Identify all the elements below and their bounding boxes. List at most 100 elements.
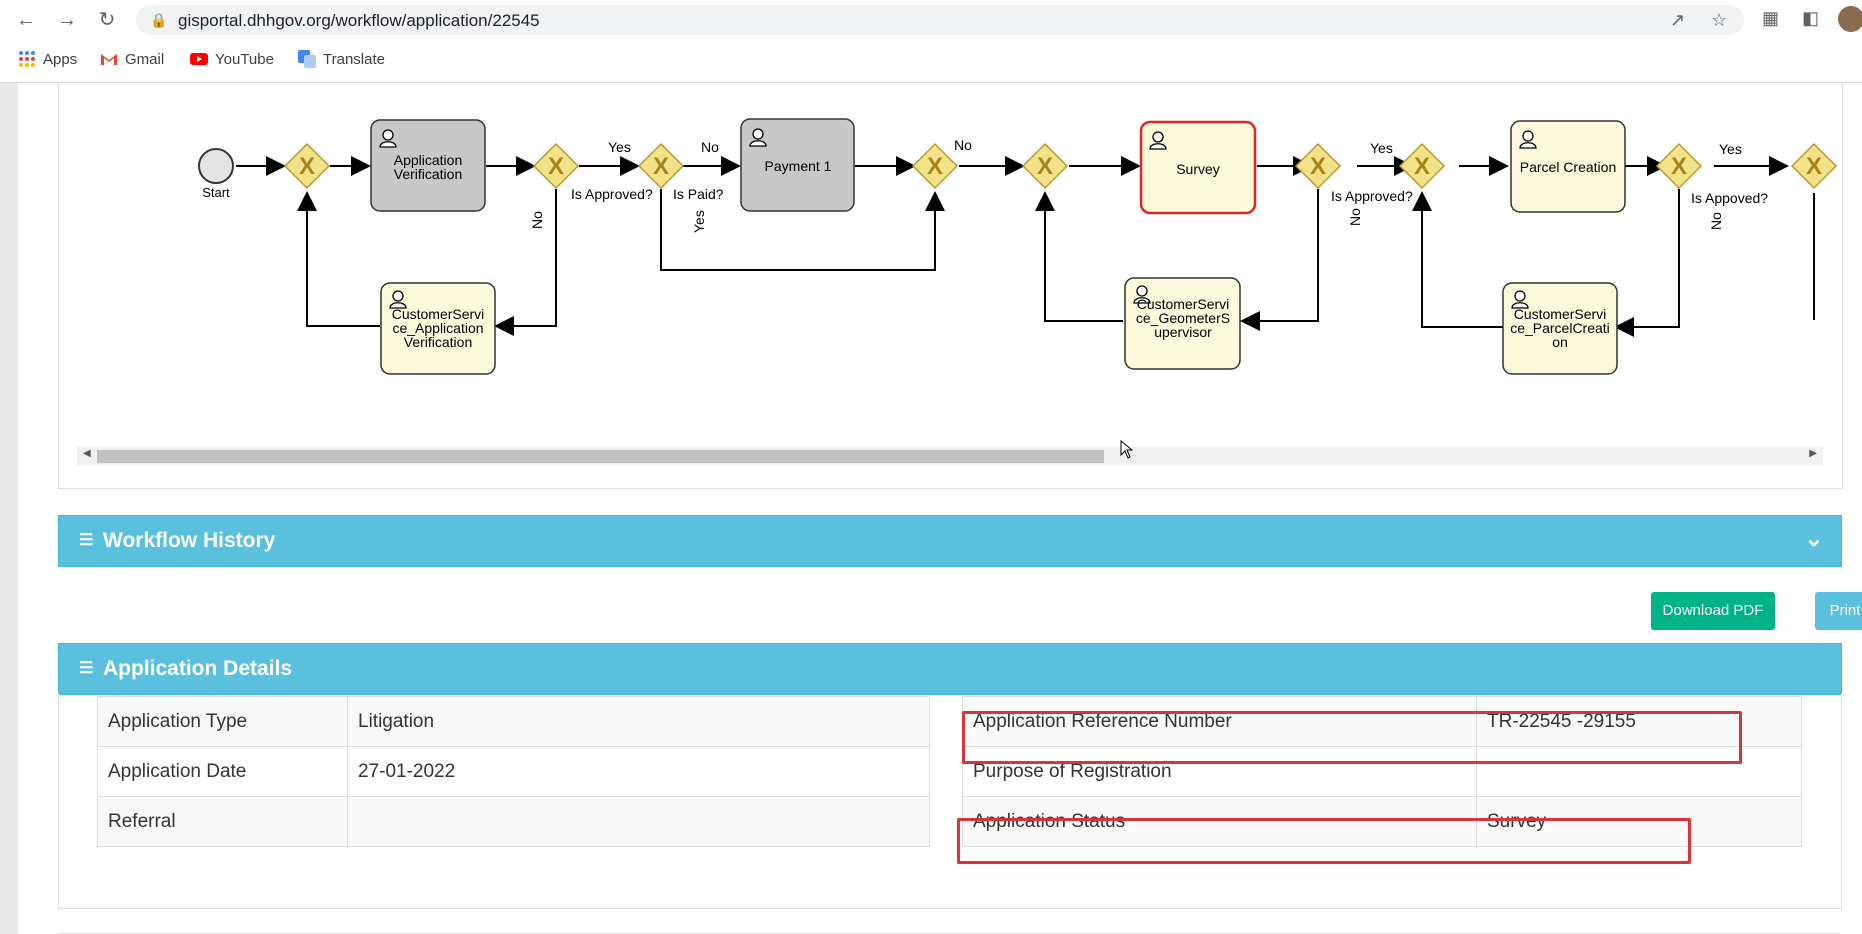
scroll-right-arrow-icon[interactable]: ▶ [1809,448,1817,459]
bookmarks-bar: Apps Gmail YouTube Translate [0,40,1862,83]
gateway[interactable] [1791,143,1837,189]
label-yes: Yes [1370,140,1393,156]
bookmark-label: Translate [323,50,385,68]
edge-labels: Yes No No Yes Yes Is Approved? Is Paid? … [529,137,1768,233]
url-text[interactable]: gisportal.dhhgov.org/workflow/applicatio… [178,11,540,30]
profile-avatar[interactable] [1838,6,1862,32]
field-value [347,796,930,847]
print-button[interactable]: Print [1815,592,1862,630]
table-row: Application Type Litigation [97,696,930,747]
label-no: No [1708,212,1724,230]
start-event[interactable] [198,148,234,184]
task-parcel-creation[interactable]: Parcel Creation [1510,120,1626,213]
task-survey[interactable]: Survey [1139,120,1257,215]
share-icon[interactable]: ↗ [1670,10,1686,30]
table-row: Referral [97,796,930,847]
label-no: No [1347,208,1363,226]
label-yes: Yes [1719,141,1742,157]
highlight-reference-number [962,711,1742,764]
label-is-appoved: Is Appoved? [1691,190,1768,206]
star-icon[interactable]: ☆ [1711,10,1728,30]
youtube-icon [190,53,208,65]
bookmark-label: Apps [43,50,78,68]
reload-icon[interactable]: ↻ [98,9,116,31]
label-is-approved: Is Approved? [571,186,653,202]
field-value [1476,746,1802,797]
side-panel-icon[interactable]: ◧ [1802,8,1820,28]
list-icon: ☰ [79,532,94,549]
left-rail [0,83,18,934]
gateway[interactable] [638,143,684,189]
highlight-application-status [957,818,1691,864]
field-value: 27-01-2022 [347,746,930,797]
gateway[interactable] [284,143,330,189]
bookmark-label: YouTube [215,50,274,68]
gmail-icon [101,54,117,65]
page-content: X [0,83,1862,934]
field-value: TR-22545 -29155 [1476,696,1802,747]
forward-arrow-icon[interactable]: → [57,9,77,31]
field-label: Application Status [962,796,1477,847]
payment-1-label: Payment 1 [765,158,832,174]
translate-icon [298,50,316,68]
field-value: Survey [1476,796,1802,847]
label-is-paid: Is Paid? [673,186,724,202]
field-label: Purpose of Registration [962,746,1477,797]
back-arrow-icon[interactable]: ← [16,9,36,31]
bookmark-translate[interactable]: Translate [298,50,385,68]
workflow-history-title: Workflow History [103,529,276,552]
address-bar[interactable]: 🔒 gisportal.dhhgov.org/workflow/applicat… [136,5,1744,35]
list-icon: ☰ [79,660,94,677]
workflow-edges [236,156,1815,337]
gateway[interactable] [912,143,958,189]
survey-label: Survey [1176,161,1220,177]
mouse-cursor-icon [1120,440,1134,459]
field-label: Application Date [97,746,348,797]
field-label: Application Type [97,696,348,747]
bookmark-gmail[interactable]: Gmail [100,50,164,68]
label-no: No [529,211,545,229]
bookmark-apps[interactable]: Apps [18,50,77,68]
application-details-header: ☰ Application Details [58,643,1842,695]
download-pdf-button[interactable]: Download PDF [1651,592,1775,630]
apps-grid-icon [19,51,35,67]
field-label: Application Reference Number [962,696,1477,747]
extensions-puzzle-icon[interactable]: ▦ [1762,8,1780,28]
label-is-approved: Is Approved? [1331,188,1413,204]
browser-toolbar: ← → ↻ 🔒 gisportal.dhhgov.org/workflow/ap… [0,0,1862,40]
field-value: Litigation [347,696,930,747]
gateway[interactable] [533,143,579,189]
workflow-diagram: X [198,118,1837,375]
gateway[interactable] [1399,143,1445,189]
diagram-horizontal-scrollbar[interactable]: ◀ ▶ [77,447,1823,465]
parcel-creation-label: Parcel Creation [1520,159,1617,175]
chevron-down-icon[interactable]: ⌄ [1804,526,1823,551]
field-label: Referral [97,796,348,847]
workflow-history-header[interactable]: ☰ Workflow History ⌄ [58,515,1842,567]
gateway[interactable] [1022,143,1068,189]
details-table-left: Application Type Litigation Application … [97,696,930,847]
table-row: Application Reference Number TR-22545 -2… [962,696,1802,747]
scrollbar-thumb[interactable] [97,450,1104,463]
application-details-panel: Application Type Litigation Application … [58,693,1842,909]
table-row: Application Status Survey [962,796,1802,847]
label-no: No [701,139,719,155]
bookmark-youtube[interactable]: YouTube [190,50,274,68]
details-table-right: Application Reference Number TR-22545 -2… [962,696,1802,847]
gateway[interactable] [1295,143,1341,189]
bookmark-label: Gmail [125,50,165,68]
application-details-title: Application Details [103,657,293,680]
task-payment-1[interactable]: Payment 1 [740,118,855,212]
gateway[interactable] [1656,143,1702,189]
workflow-diagram-panel: X [58,83,1843,489]
label-no: No [954,137,972,153]
scroll-left-arrow-icon[interactable]: ◀ [83,448,91,459]
